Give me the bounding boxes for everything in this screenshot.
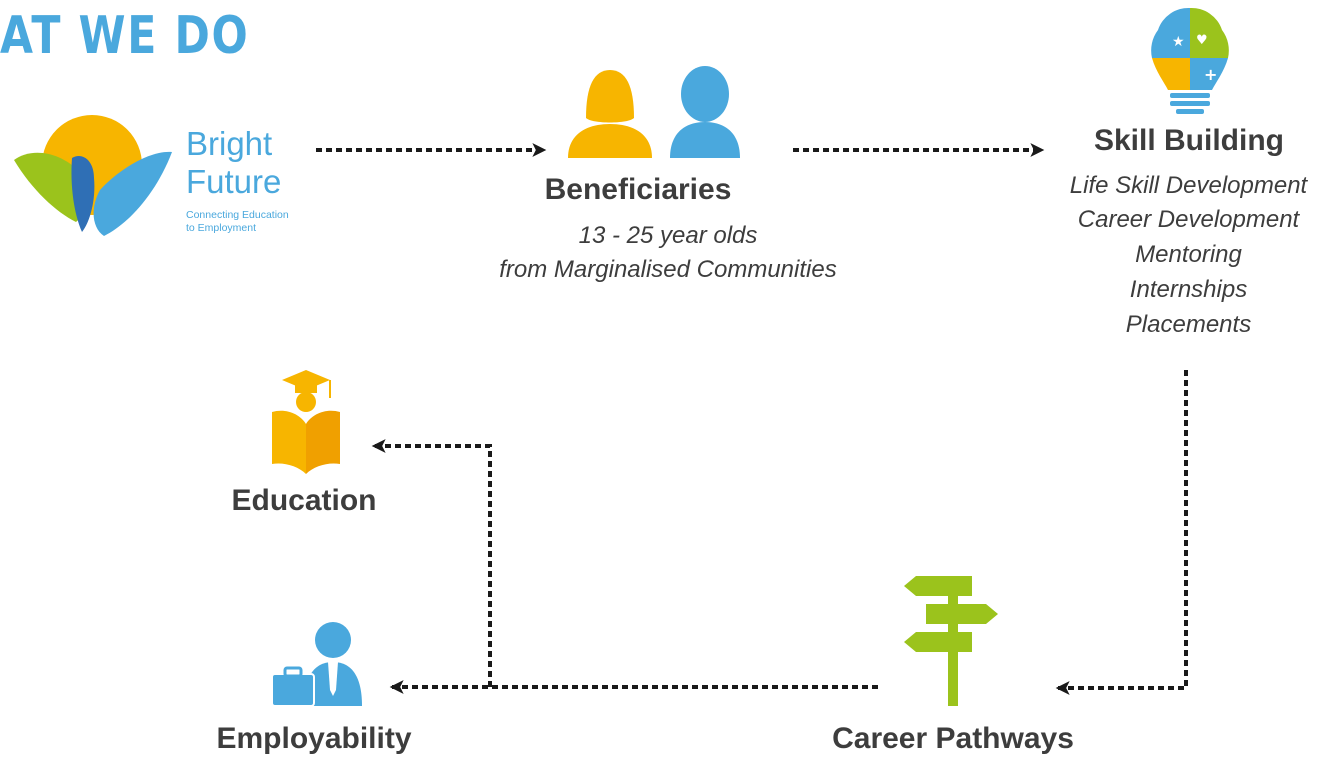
logo-tagline-line1: Connecting Education: [186, 209, 289, 221]
skill-building-line-5: Placements: [1125, 311, 1252, 338]
lightbulb-puzzle-icon: ★ ♥ +: [1151, 7, 1229, 114]
logo-tagline-line2: to Employment: [186, 222, 257, 234]
graduation-book-icon: [272, 370, 340, 474]
bright-future-logo-icon: [14, 115, 172, 236]
beneficiaries-line-1: 13 - 25 year olds: [578, 222, 758, 249]
flow-arrows: [316, 143, 1188, 695]
education-title: Education: [231, 484, 377, 517]
career-pathways-title: Career Pathways: [832, 722, 1074, 755]
businessman-icon: [271, 622, 362, 707]
arrow-skill-building-to-career-pathways: [1055, 370, 1188, 695]
signpost-icon: [904, 576, 998, 706]
svg-text:★: ★: [1172, 34, 1185, 50]
arrow-to-education: [371, 439, 492, 687]
svg-text:+: +: [1204, 65, 1217, 84]
male-person-icon: [670, 66, 740, 158]
skill-building-line-2: Career Development: [1077, 206, 1300, 233]
logo-text-line1: Bright: [186, 125, 273, 162]
svg-text:♥: ♥: [1196, 33, 1208, 48]
skill-building-line-4: Internships: [1129, 276, 1248, 303]
logo-text-line2: Future: [186, 163, 282, 200]
skill-building-line-3: Mentoring: [1135, 241, 1242, 268]
female-person-icon: [568, 70, 652, 158]
employability-title: Employability: [216, 722, 412, 755]
skill-building-title: Skill Building: [1093, 124, 1284, 157]
section-heading: AT WE DO: [0, 6, 250, 66]
beneficiaries-title: Beneficiaries: [544, 173, 732, 206]
beneficiaries-line-2: from Marginalised Communities: [499, 256, 837, 283]
skill-building-line-1: Life Skill Development: [1069, 172, 1308, 199]
